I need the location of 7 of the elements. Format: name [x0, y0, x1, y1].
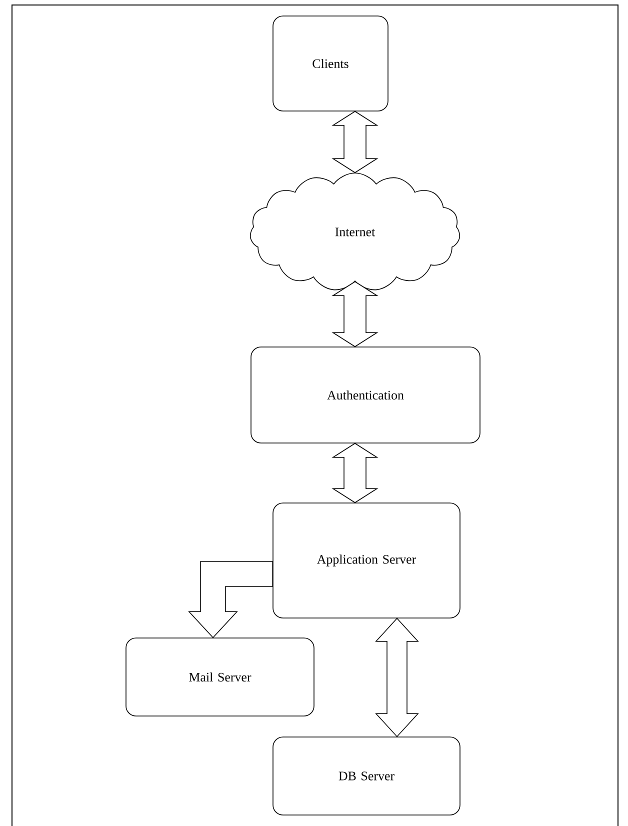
- block-arrow: [332, 281, 378, 348]
- process-box: Mail Server: [126, 638, 314, 716]
- process-box: DB Server: [272, 736, 460, 816]
- block-arrow: [188, 561, 273, 638]
- process-box: Clients: [272, 16, 388, 112]
- process-box: Application Server: [272, 502, 460, 618]
- process-box: Authentication: [250, 346, 480, 444]
